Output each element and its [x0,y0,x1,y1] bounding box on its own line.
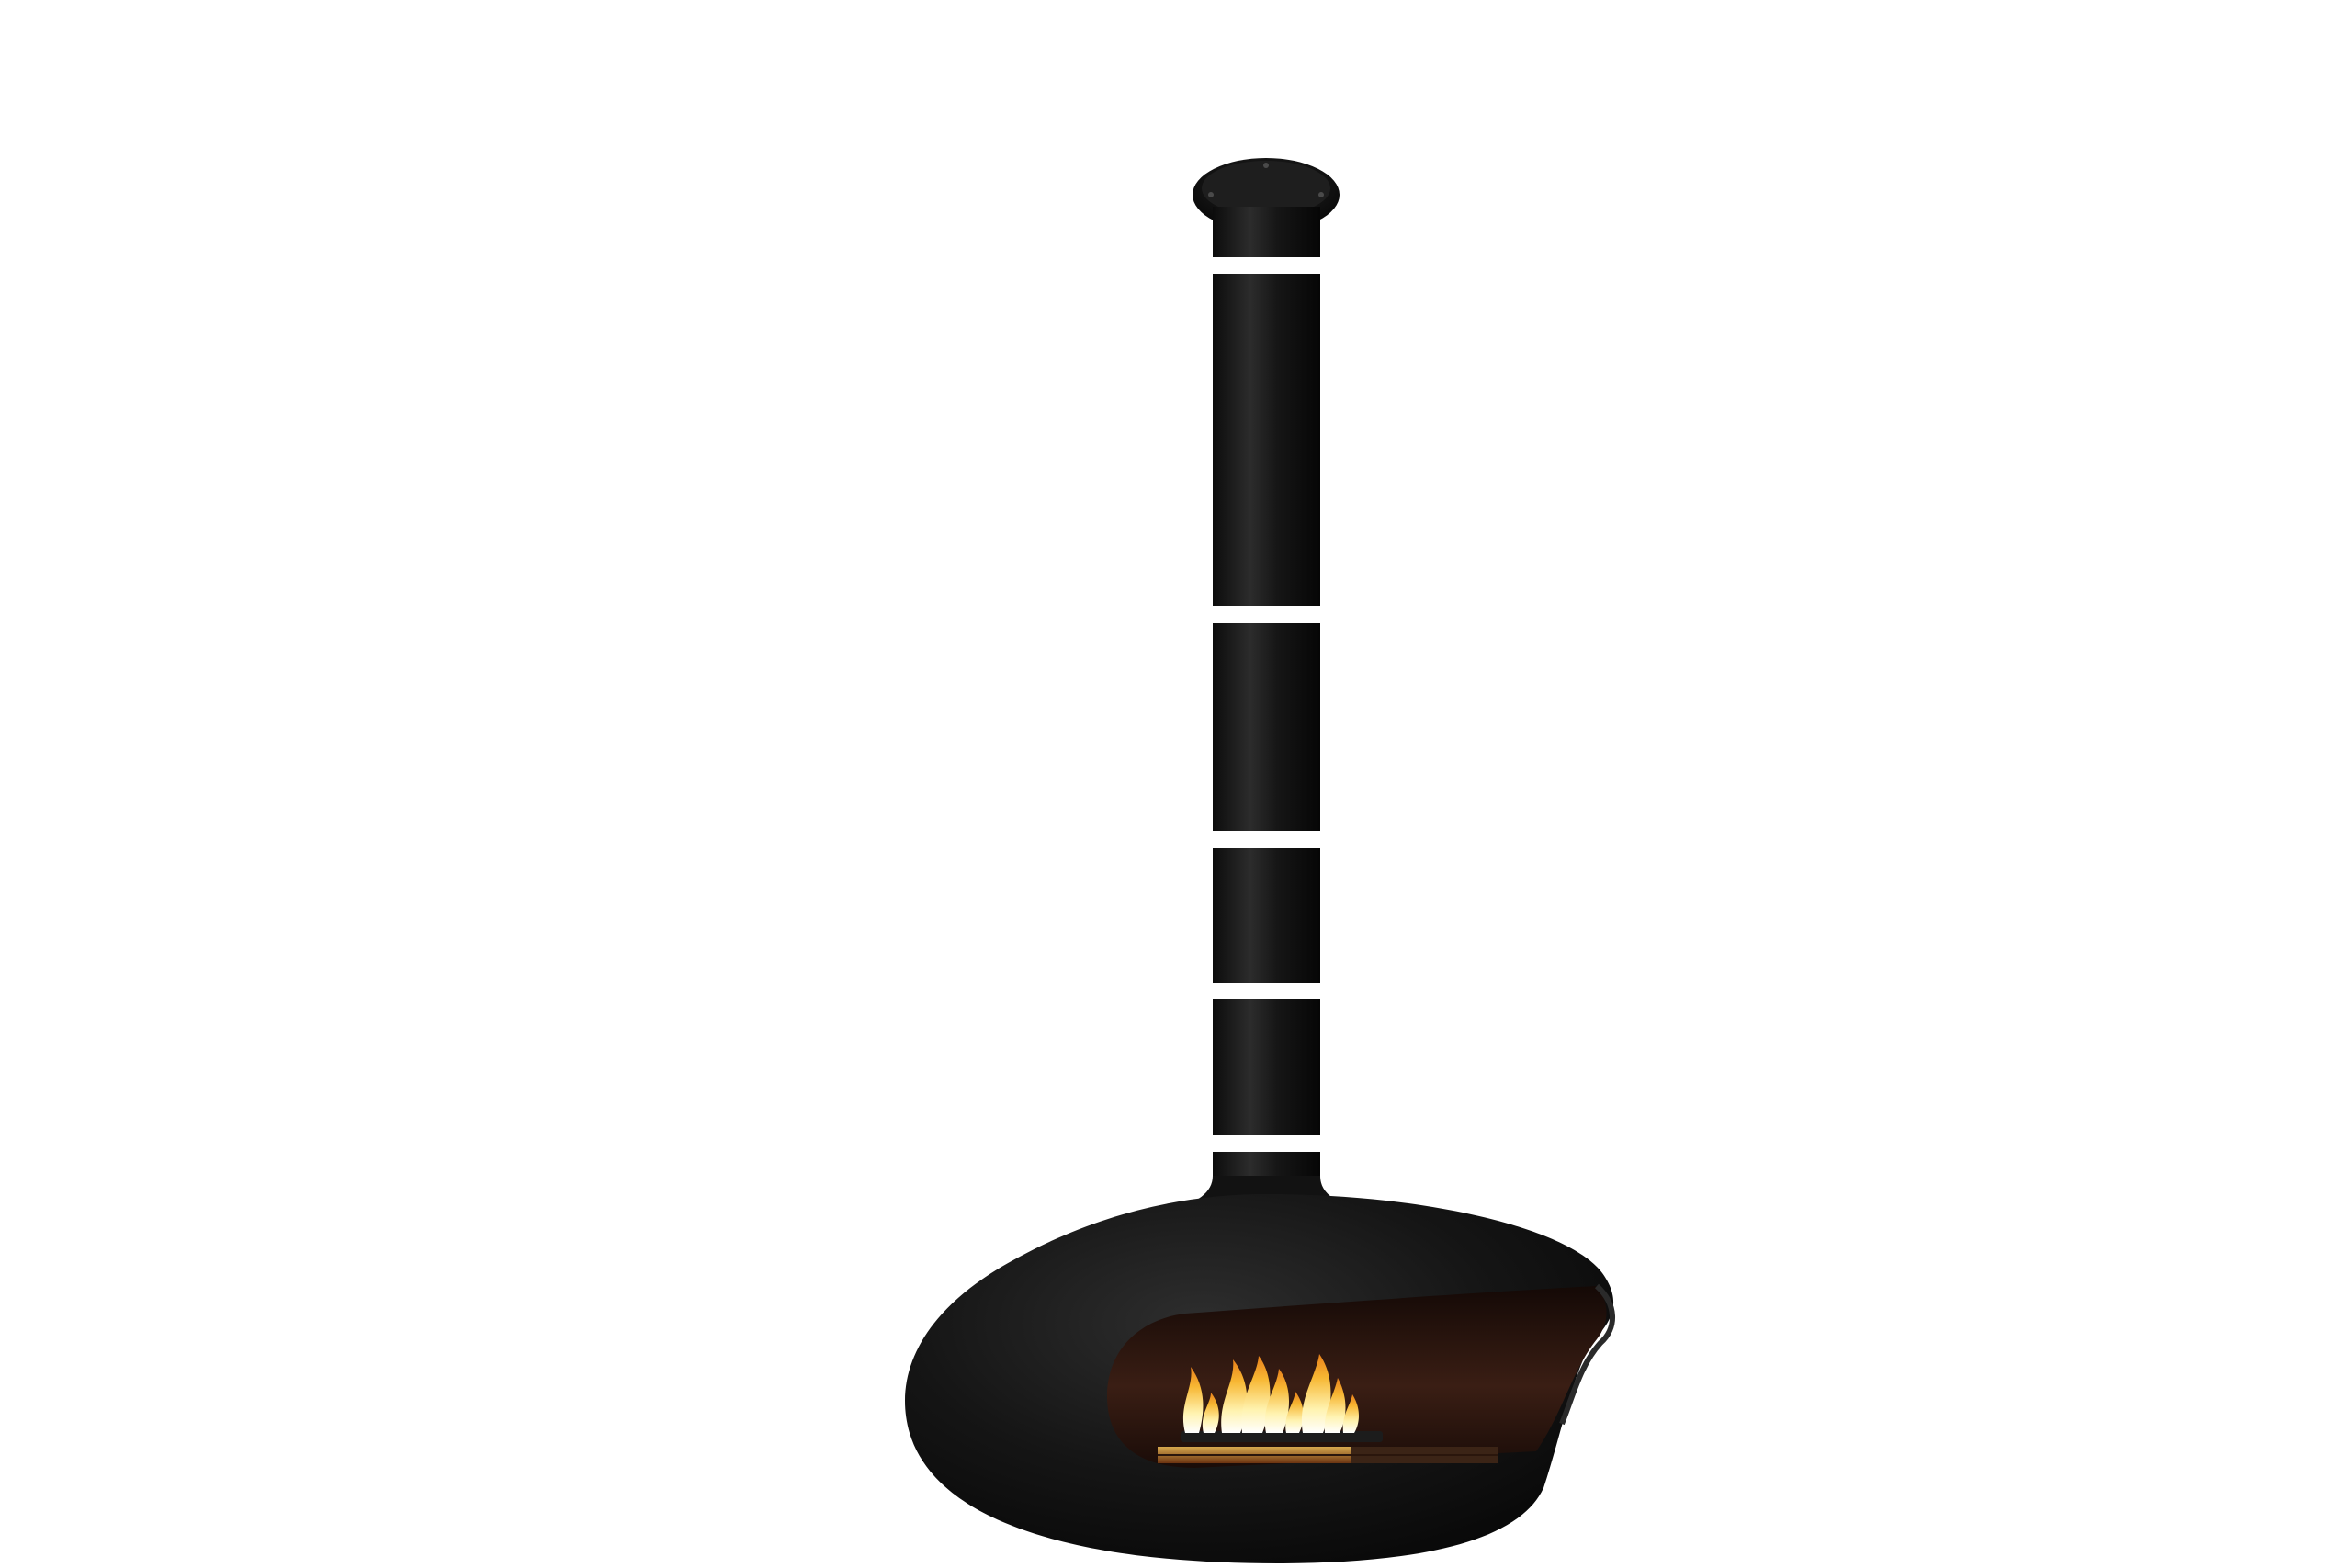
flame [1301,1354,1331,1433]
flame [1241,1356,1271,1433]
flame [1264,1369,1289,1433]
flue-segment [1213,274,1320,606]
opening-lip [1559,1283,1615,1426]
flue-segment [1213,848,1320,983]
flame [1202,1393,1219,1433]
flame [1221,1359,1248,1433]
flue-segment [1213,207,1320,257]
flame [1285,1392,1304,1433]
flame [1324,1378,1346,1433]
flue-segment [1213,999,1320,1135]
flue-pipe [1213,207,1320,1189]
flue-segment [1213,623,1320,831]
flames [1182,1354,1359,1433]
flame [1182,1367,1204,1433]
flame [1342,1394,1359,1433]
burner-tray [1158,1431,1498,1463]
